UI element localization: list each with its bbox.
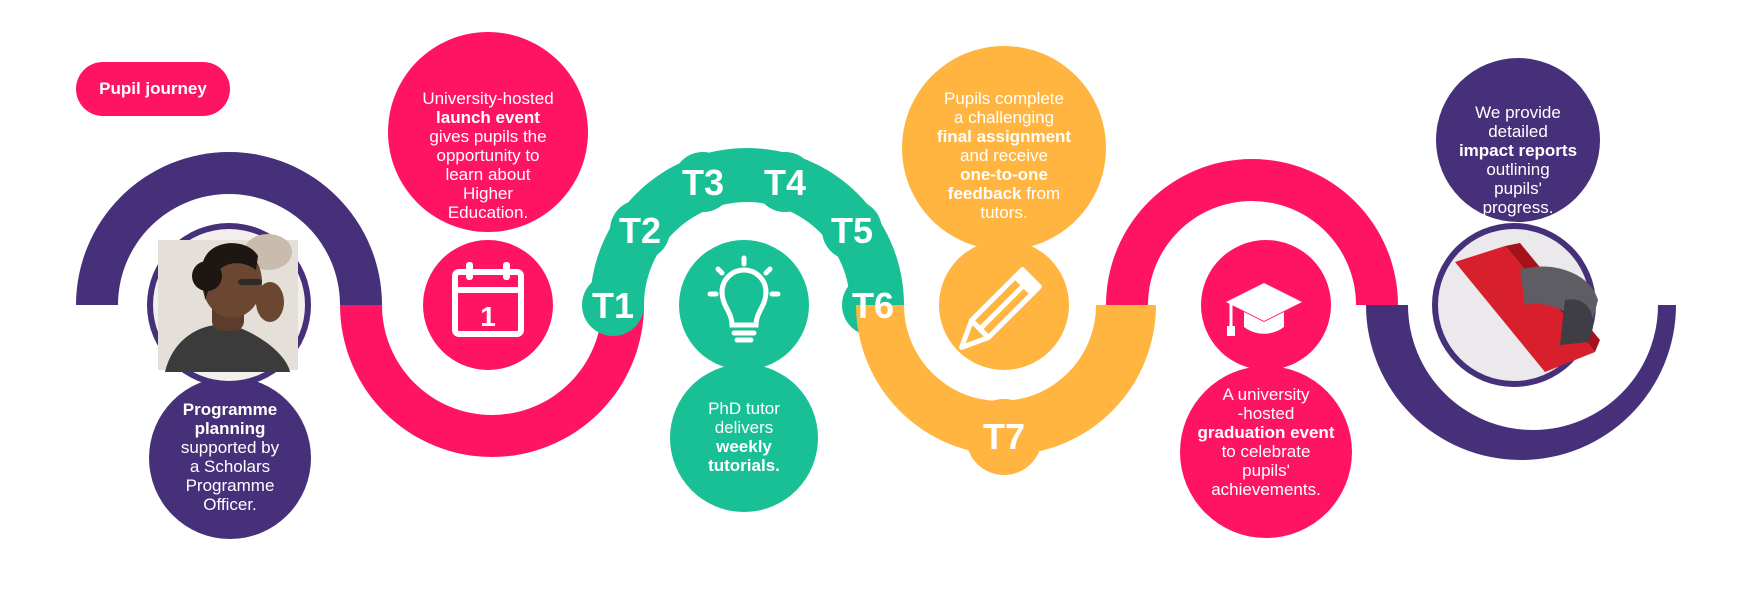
tutorial-label-t2: T2	[619, 210, 661, 251]
tutorials-line: PhD tutor	[708, 399, 780, 418]
graduation-line: pupils'	[1242, 461, 1290, 480]
assignment-bold-word: feedback	[947, 184, 1022, 203]
graduation-line: to celebrate	[1221, 442, 1311, 461]
graduation-line: -hosted	[1237, 404, 1295, 423]
planning-line: supported by	[180, 438, 280, 457]
calendar-icon: 1	[452, 262, 524, 337]
launch-line: Higher	[462, 184, 514, 203]
planning-line: Programme	[185, 476, 275, 495]
reports-line: We provide	[1475, 103, 1561, 122]
planning-text: Programme planning supported by a Schola…	[150, 400, 310, 514]
tutorials-icon-circle	[679, 240, 809, 370]
path-segment-graduation	[1106, 159, 1398, 305]
path-segment-reports	[1366, 305, 1676, 460]
planning-line: a Scholars	[189, 457, 271, 476]
tutorial-label-t5: T5	[831, 210, 873, 251]
graduation-text: A university -hosted graduation event to…	[1176, 385, 1356, 499]
path-segment-planning	[76, 152, 382, 305]
reports-line: detailed	[1488, 122, 1548, 141]
graduation-line: achievements.	[1211, 480, 1321, 499]
graduation-cap-icon	[1226, 283, 1302, 336]
launch-text: University-hosted launch event gives pup…	[393, 89, 583, 222]
launch-line: launch event	[436, 108, 540, 127]
path-segment-tutorials	[582, 148, 904, 336]
planning-line: planning	[194, 419, 266, 438]
tutorials-line: weekly	[716, 437, 772, 456]
tutorials-text: PhD tutor delivers weekly tutorials.	[674, 399, 814, 475]
pupil-journey-badge: Pupil journey	[76, 62, 230, 116]
launch-line: learn about	[445, 165, 531, 184]
assignment-line: a challenging	[953, 108, 1055, 127]
assignment-text: Pupils complete a challenging final assi…	[904, 89, 1104, 222]
lightbulb-icon	[707, 255, 781, 343]
planning-line: Programme	[182, 400, 278, 419]
assignment-text-circle	[902, 46, 1106, 250]
tutorial-label-t7: T7	[983, 416, 1025, 457]
pupil-photo	[147, 223, 311, 387]
tutorial-label-t6: T6	[852, 285, 894, 326]
reports-text-circle	[1436, 58, 1600, 222]
assignment-line: Pupils complete	[943, 89, 1064, 108]
tutorial-label-t4: T4	[764, 162, 806, 203]
launch-line: University-hosted	[422, 89, 554, 108]
launch-line: opportunity to	[436, 146, 540, 165]
tutorial-label-t1: T1	[592, 285, 634, 326]
reports-line: outlining	[1486, 160, 1550, 179]
planning-text-circle	[149, 377, 311, 539]
graduation-text-circle	[1180, 366, 1352, 538]
tutorial-label-t3: T3	[682, 162, 724, 203]
report-photo	[1432, 223, 1600, 387]
launch-text-circle	[388, 32, 588, 232]
path-segment-assignment	[856, 305, 1156, 455]
assignment-line: and receive	[960, 146, 1048, 165]
pencil-icon	[959, 267, 1042, 350]
assignment-plain-word: from	[1021, 184, 1061, 203]
tutorials-text-circle	[670, 364, 818, 512]
t7-bump	[966, 399, 1042, 475]
reports-line: impact reports	[1458, 141, 1578, 160]
assignment-line: one-to-one	[960, 165, 1048, 184]
calendar-number: 1	[480, 301, 496, 332]
tutorials-line: tutorials.	[708, 456, 780, 475]
reports-line: pupils'	[1494, 179, 1542, 198]
graduation-line: A university	[1222, 385, 1310, 404]
assignment-line: final assignment	[936, 127, 1072, 146]
assignment-line: tutors.	[980, 203, 1028, 222]
reports-text: We provide detailed impact reports outli…	[1438, 103, 1598, 217]
planning-line: Officer.	[203, 495, 257, 514]
launch-line: Education.	[447, 203, 529, 222]
reports-line: progress.	[1482, 198, 1554, 217]
graduation-line: graduation event	[1197, 423, 1335, 442]
tutorials-line: delivers	[714, 418, 774, 437]
assignment-line: feedback from	[904, 184, 1104, 203]
path-segment-launch	[340, 305, 644, 457]
launch-line: gives pupils the	[429, 127, 547, 146]
